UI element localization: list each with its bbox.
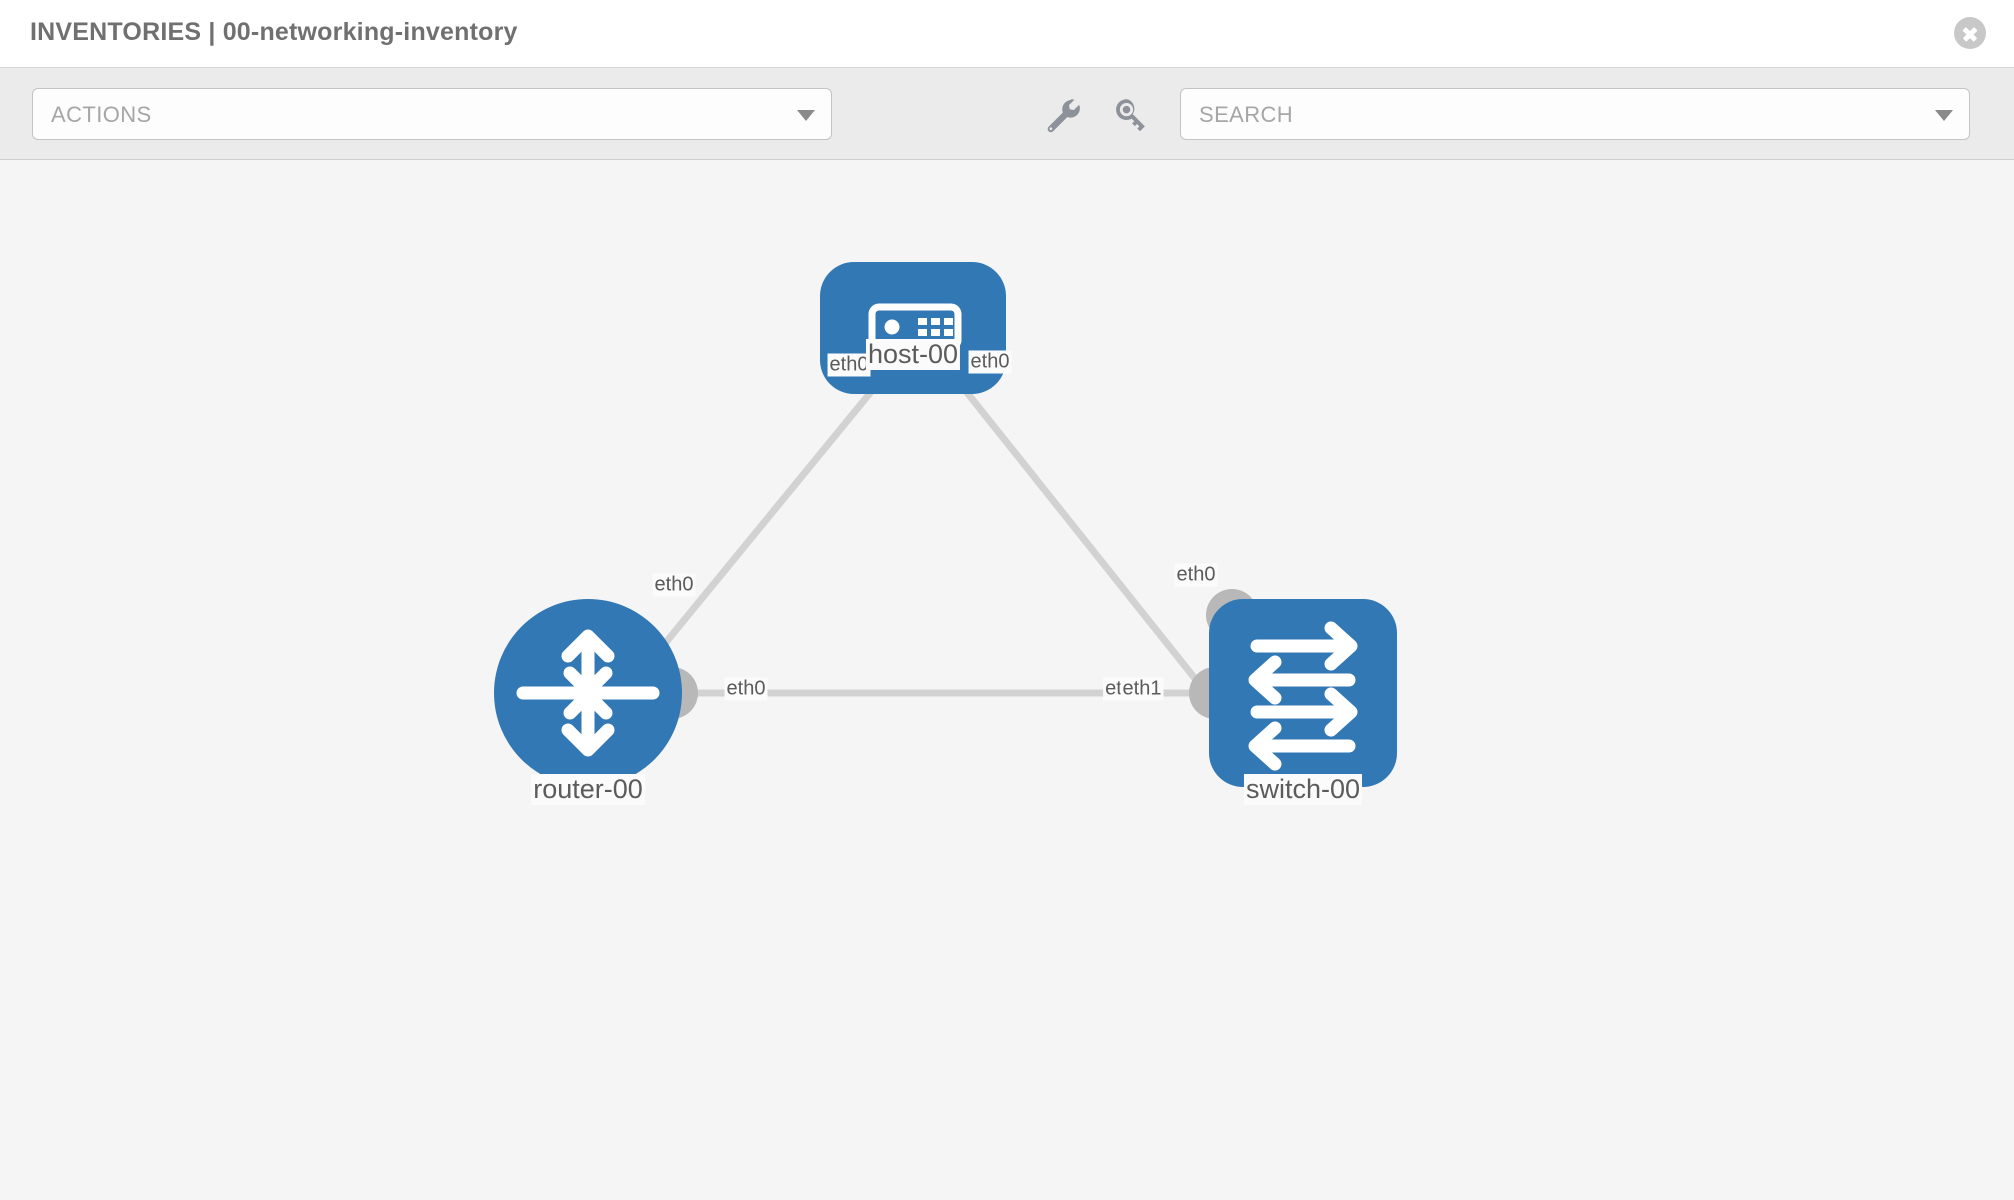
topology-graph xyxy=(494,262,1397,787)
edge-host-switch[interactable] xyxy=(942,362,1243,738)
key-icon[interactable] xyxy=(1110,96,1150,136)
page-header: INVENTORIES | 00-networking-inventory xyxy=(0,0,2014,68)
node-label-switch-00: switch-00 xyxy=(1243,774,1363,805)
edge-label-host-left: eth0 xyxy=(827,353,871,377)
topology-canvas[interactable]: eth0 eth0 eth0 eth0 eth0 eth eth1 host-0… xyxy=(0,160,2014,1200)
edge-label-host-right: eth0 xyxy=(968,350,1012,374)
edge-label-router-up: eth0 xyxy=(652,573,696,597)
actions-dropdown[interactable]: ACTIONS xyxy=(32,88,832,140)
page-title: INVENTORIES | 00-networking-inventory xyxy=(30,18,518,46)
wrench-icon[interactable] xyxy=(1042,96,1082,136)
search-placeholder: SEARCH xyxy=(1199,102,1294,127)
chevron-down-icon xyxy=(1935,110,1953,121)
toolbar: ACTIONS SEARCH xyxy=(0,68,2014,160)
edge-label-switch-up: eth0 xyxy=(1174,563,1218,587)
node-label-router-00: router-00 xyxy=(531,774,645,805)
close-icon[interactable] xyxy=(1954,17,1986,49)
edge-label-switch-left: eth1 xyxy=(1120,677,1164,701)
edge-label-router-right: eth0 xyxy=(724,677,768,701)
search-input[interactable]: SEARCH xyxy=(1180,88,1970,140)
node-router-00[interactable] xyxy=(494,599,682,787)
chevron-down-icon xyxy=(797,110,815,121)
node-switch-00[interactable] xyxy=(1209,599,1397,787)
actions-dropdown-value: ACTIONS xyxy=(51,102,152,127)
node-label-host-00: host-00 xyxy=(865,339,961,370)
